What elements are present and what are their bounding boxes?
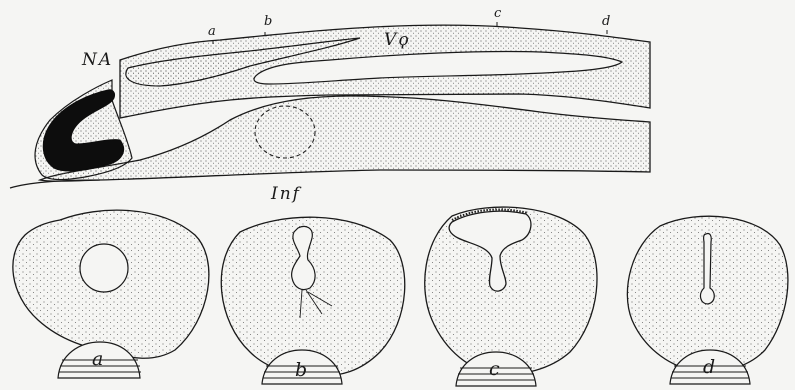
label-point-b: b	[264, 15, 272, 28]
label-vq: Vϙ	[384, 32, 411, 49]
label-na: NA	[82, 52, 113, 69]
section-label-d: d	[703, 358, 715, 377]
cross-section-b	[221, 217, 404, 384]
section-a-lumen	[80, 244, 128, 292]
section-label-b: b	[295, 361, 307, 380]
section-label-a: a	[92, 350, 103, 369]
base-line	[10, 180, 100, 188]
cross-section-a	[13, 210, 209, 378]
label-point-d: d	[602, 15, 610, 28]
label-point-c: c	[494, 7, 501, 20]
section-label-c: c	[489, 360, 500, 379]
label-point-a: a	[208, 25, 216, 38]
cross-section-c	[425, 207, 597, 386]
label-inf: Inf	[271, 186, 301, 203]
sagittal-section	[10, 22, 650, 188]
